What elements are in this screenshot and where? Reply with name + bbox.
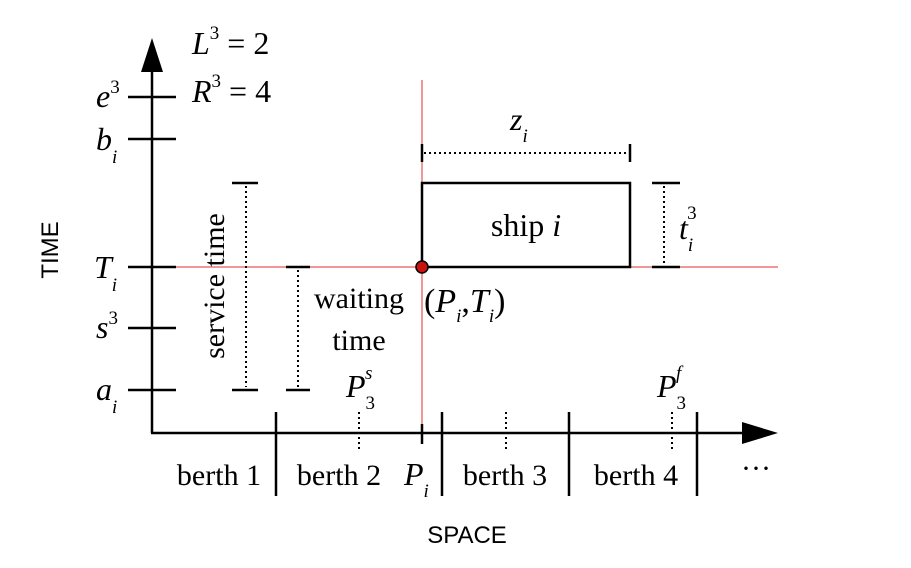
handling-time-dimension (652, 181, 680, 269)
berthing-point-label: (Pi,Ti) (424, 283, 505, 327)
berth-boundaries (274, 412, 699, 496)
berth-label-1: berth 1 (177, 459, 261, 492)
berth-label-2: berth 2 (297, 459, 381, 492)
position-label-P3s: P3s (345, 363, 375, 414)
handling-time-label: ti3 (679, 203, 697, 256)
waiting-time-label-line2: time (332, 324, 385, 357)
service-time-label: service time (198, 213, 231, 359)
param-R3: R3= 4 (191, 71, 271, 109)
berth-label-3: berth 3 (463, 459, 547, 492)
y-axis-arrow (141, 38, 163, 72)
ship-rectangle (420, 181, 632, 269)
berth-label-4: berth 4 (594, 459, 678, 492)
y-ticks (128, 95, 176, 392)
y-tick-label-e3: e3 (96, 77, 120, 114)
x-axis-label: SPACE (427, 522, 507, 549)
y-tick-label-Ti: Ti (94, 249, 117, 296)
position-label-P3f: P3f (656, 363, 686, 414)
ship-length-label: zi (509, 101, 528, 147)
berth-position-markers (358, 412, 673, 452)
waiting-time-interval (286, 265, 310, 392)
ellipsis: ··· (741, 452, 771, 485)
y-axis-label: TIME (37, 221, 64, 278)
y-tick-label-bi: bi (96, 121, 117, 168)
berthing-point (415, 260, 429, 274)
param-L3: L3= 2 (191, 23, 269, 61)
waiting-time-label-line1: waiting (314, 282, 404, 315)
service-time-interval (232, 181, 258, 392)
ship-label: ship i (491, 207, 561, 243)
position-label-Pi: Pi (403, 456, 429, 502)
x-axis-arrow (742, 422, 778, 444)
y-tick-label-s3: s3 (96, 308, 118, 345)
y-tick-label-ai: ai (96, 371, 117, 418)
ship-length-dimension (420, 144, 632, 162)
